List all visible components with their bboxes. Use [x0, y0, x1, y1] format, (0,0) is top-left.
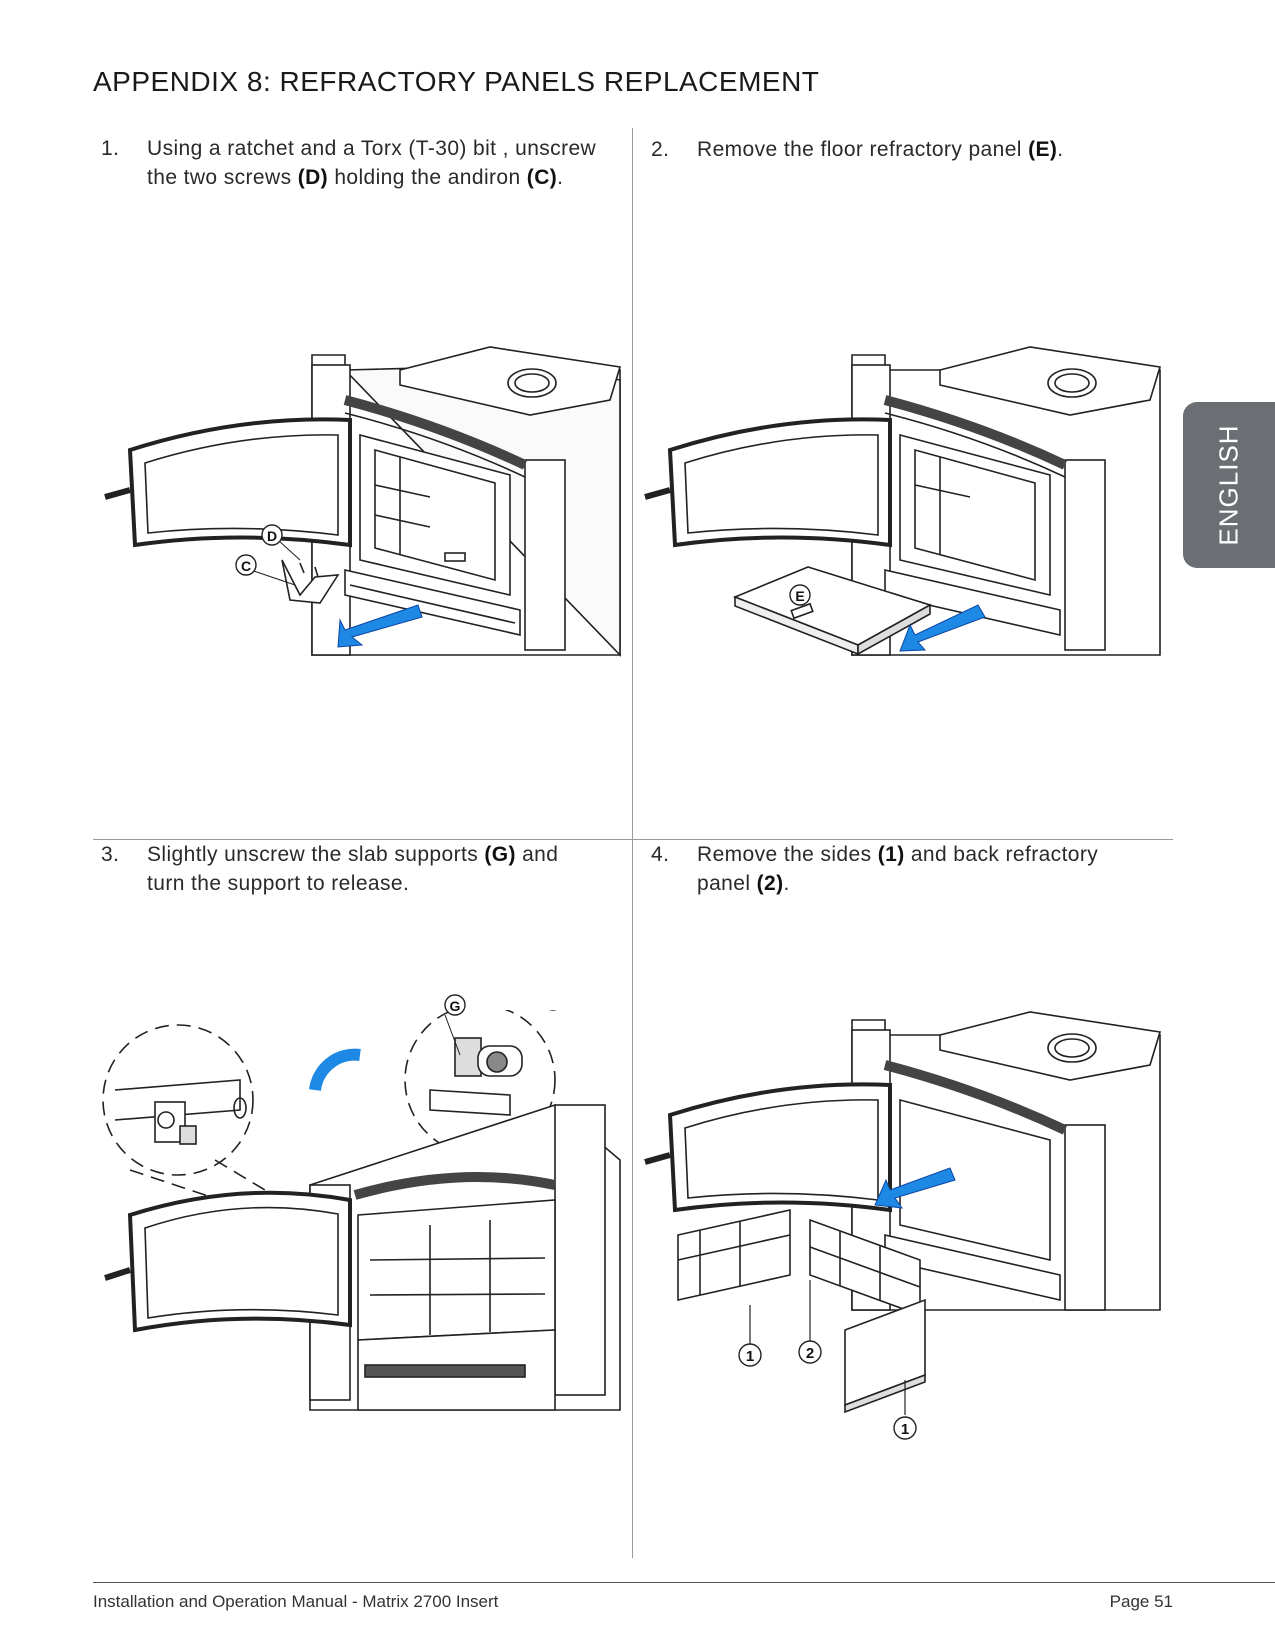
figure-floor-panel-removal: E	[644, 346, 1162, 656]
language-tab: ENGLISH	[1183, 402, 1275, 568]
figure-slab-support-release	[102, 1010, 621, 1411]
step-3: 3. Slightly unscrew the slab supports (G…	[101, 840, 631, 900]
step-text: Using a ratchet and a Torx (T-30) bit , …	[147, 137, 597, 189]
step-number: 3.	[101, 843, 120, 866]
callout-label: 2	[806, 1345, 814, 1362]
direction-arrow	[337, 604, 423, 648]
row-divider	[93, 839, 1173, 840]
step-text: Remove the floor refractory panel (E).	[697, 138, 1064, 161]
footer-manual-title: Installation and Operation Manual - Matr…	[93, 1592, 499, 1611]
footer-page-number: Page 51	[1109, 1592, 1173, 1611]
page-title: APPENDIX 8: REFRACTORY PANELS REPLACEMEN…	[93, 66, 820, 97]
callout-label: E	[795, 588, 804, 604]
figure-side-back-panels-removal: 1 2 1	[644, 1011, 1162, 1440]
callout-label: D	[267, 528, 277, 544]
step-text: Remove the sides (1) and back refractory…	[697, 843, 1099, 895]
language-tab-label: ENGLISH	[1213, 424, 1244, 546]
rotation-arrow	[309, 1048, 361, 1092]
footer-rule	[93, 1582, 1275, 1583]
column-divider	[632, 128, 633, 1558]
direction-arrow	[874, 1167, 956, 1209]
callout-g: G	[444, 994, 466, 1016]
callout-label: C	[241, 558, 251, 574]
step-2: 2. Remove the floor refractory panel (E)…	[651, 135, 1171, 165]
step-1: 1. Using a ratchet and a Torx (T-30) bit…	[101, 134, 631, 194]
step-4: 4. Remove the sides (1) and back refract…	[651, 840, 1171, 900]
step-number: 4.	[651, 843, 670, 866]
figure-andiron-removal: D C	[104, 346, 622, 657]
direction-arrow	[899, 604, 986, 652]
callout-label: G	[450, 998, 461, 1014]
step-number: 2.	[651, 138, 670, 161]
callout-label: 1	[901, 1421, 909, 1438]
step-number: 1.	[101, 137, 120, 160]
step-text: Slightly unscrew the slab supports (G) a…	[147, 843, 559, 895]
callout-label: 1	[746, 1348, 754, 1365]
